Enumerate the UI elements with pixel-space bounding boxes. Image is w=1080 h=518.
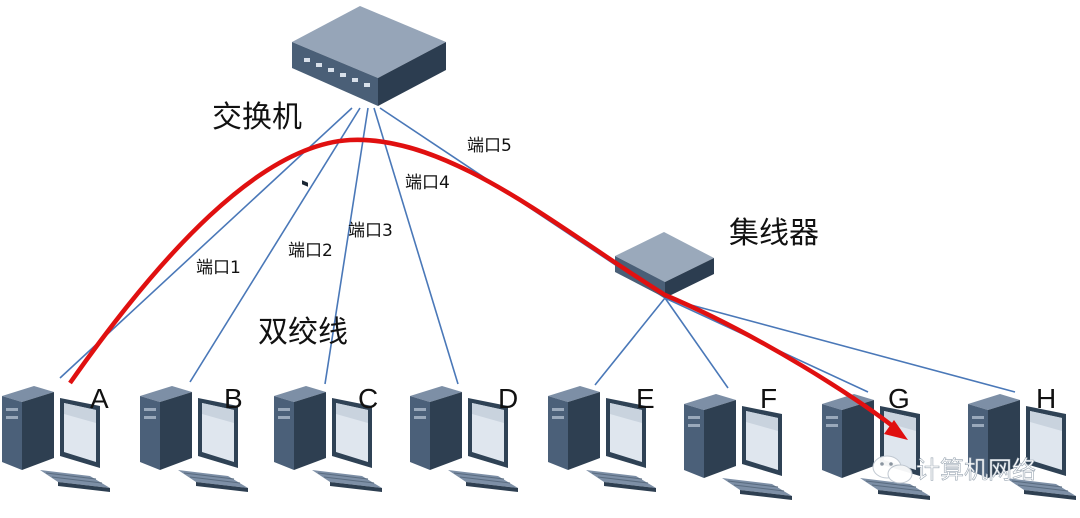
computer-label-F: F xyxy=(760,383,777,414)
switch-device xyxy=(292,6,446,187)
computer-G xyxy=(821,393,931,501)
cable-label: 双绞线 xyxy=(258,315,348,350)
traffic-path-line xyxy=(68,137,897,430)
computer-label-A: A xyxy=(90,383,109,414)
watermark-text: 计算机网络 xyxy=(916,456,1036,484)
port-label-1: 端口1 xyxy=(196,258,241,278)
watermark: 计算机网络 xyxy=(872,455,1036,484)
computer-label-H: H xyxy=(1036,383,1056,414)
wechat-icon xyxy=(872,455,913,484)
wire-port4 xyxy=(373,107,459,385)
computer-label-G: G xyxy=(888,383,910,414)
wire-hub-h xyxy=(664,297,1016,393)
switch-label: 交换机 xyxy=(212,100,302,135)
arrow-head-icon xyxy=(884,420,908,440)
wire-hub-e xyxy=(594,297,666,386)
wire-port2 xyxy=(189,107,361,383)
port-label-2: 端口2 xyxy=(288,241,333,261)
computer-label-E: E xyxy=(636,383,655,414)
hub-wires xyxy=(594,297,1016,393)
switch-wires xyxy=(59,107,666,385)
port-label-4: 端口4 xyxy=(405,173,450,193)
computer-label-B: B xyxy=(224,383,243,414)
port-label-5: 端口5 xyxy=(467,136,512,156)
computer-label-C: C xyxy=(358,383,378,414)
port-label-3: 端口3 xyxy=(348,221,393,241)
traffic-path xyxy=(68,137,908,440)
wire-hub-f xyxy=(664,297,729,389)
computer-H xyxy=(967,393,1077,501)
wire-port3 xyxy=(324,107,369,385)
hub-label: 集线器 xyxy=(729,216,819,251)
hub-device xyxy=(615,232,714,298)
computer-label-D: D xyxy=(498,383,518,414)
